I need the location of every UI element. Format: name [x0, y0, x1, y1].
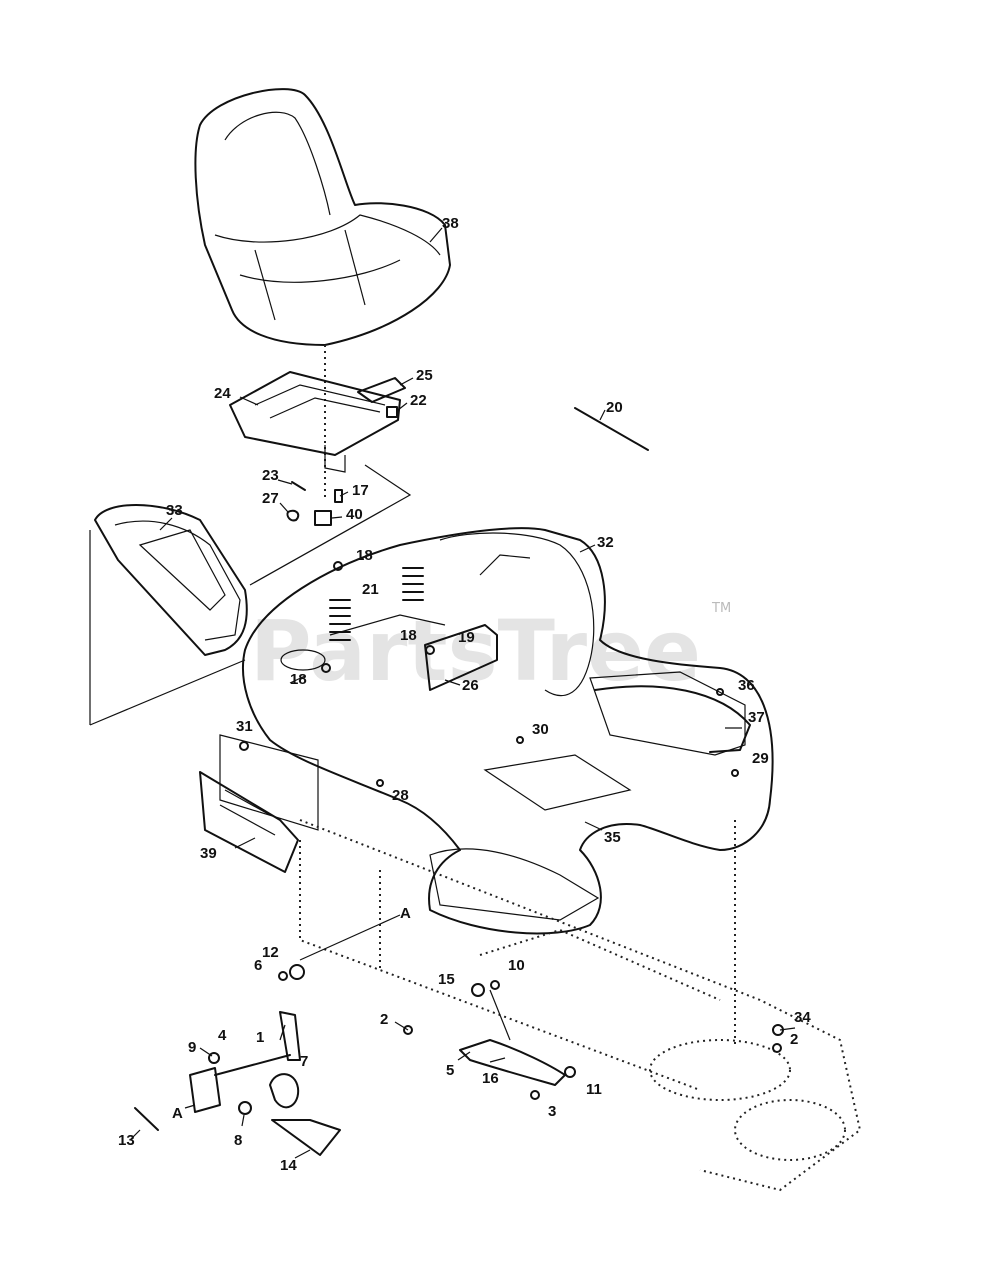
springs-21	[329, 567, 424, 641]
lever-16	[459, 1039, 566, 1086]
callout-2-left: 2	[380, 1011, 388, 1028]
callout-25: 25	[416, 367, 433, 384]
callout-27: 27	[262, 490, 279, 507]
callout-6: 6	[254, 957, 262, 974]
callout-31: 31	[236, 718, 253, 735]
cover-37	[594, 685, 751, 753]
callout-38: 38	[442, 215, 459, 232]
callout-3: 3	[548, 1103, 556, 1120]
callout-17: 17	[352, 482, 369, 499]
callout-24: 24	[214, 385, 231, 402]
spring-22	[386, 406, 398, 418]
callout-2-right: 2	[790, 1031, 798, 1048]
mount-plate	[329, 614, 446, 636]
pin-17	[334, 489, 343, 503]
callout-1: 1	[256, 1029, 264, 1046]
callout-36: 36	[738, 677, 755, 694]
callout-28: 28	[392, 787, 409, 804]
callout-14: 14	[280, 1157, 297, 1174]
callout-23: 23	[262, 467, 279, 484]
seat-pan	[229, 371, 401, 473]
callout-22: 22	[410, 392, 427, 409]
callout-32: 32	[597, 534, 614, 551]
seat	[194, 88, 451, 346]
fender-panel-left	[89, 504, 248, 726]
pedal-assembly	[134, 1011, 341, 1156]
callout-9: 9	[188, 1039, 196, 1056]
callout-18-left: 18	[290, 671, 307, 688]
seat-switch-bracket	[357, 377, 406, 403]
callout-13: 13	[118, 1132, 135, 1149]
callout-18-mid: 18	[400, 627, 417, 644]
callout-35: 35	[604, 829, 621, 846]
callout-40: 40	[346, 506, 363, 523]
clip-27	[286, 509, 300, 522]
callout-A-upper: A	[400, 905, 411, 922]
bolt-23	[291, 481, 306, 491]
callout-A-lower: A	[172, 1105, 183, 1122]
callout-5: 5	[446, 1062, 454, 1079]
watermark-text: PartsTree	[250, 602, 701, 700]
knob-40	[314, 510, 332, 526]
callout-30: 30	[532, 721, 549, 738]
callout-18-top: 18	[356, 547, 373, 564]
callout-20: 20	[606, 399, 623, 416]
callout-21: 21	[362, 581, 379, 598]
callout-15: 15	[438, 971, 455, 988]
fender-body	[241, 527, 774, 935]
link-15	[489, 989, 511, 1041]
callout-29: 29	[752, 750, 769, 767]
callout-37: 37	[748, 709, 765, 726]
leader-lines	[129, 227, 796, 1159]
callout-11: 11	[586, 1081, 602, 1098]
bracket-26	[424, 624, 498, 691]
callout-39: 39	[200, 845, 217, 862]
seat-guide-line	[249, 464, 412, 586]
callout-8: 8	[234, 1132, 242, 1149]
callout-labels: 38 25 24 22 20 23 17 27 40 33 32 18 21 1…	[118, 215, 811, 1174]
callout-12: 12	[262, 944, 279, 961]
watermark-trademark: TM	[711, 601, 731, 616]
frame-outline	[299, 819, 862, 1192]
plate-39	[199, 734, 319, 873]
callout-33: 33	[166, 502, 183, 519]
callout-7: 7	[300, 1053, 308, 1070]
callout-26: 26	[462, 677, 479, 694]
callout-16: 16	[482, 1070, 499, 1087]
callout-4: 4	[218, 1027, 227, 1044]
callout-19: 19	[458, 629, 475, 646]
callout-10: 10	[508, 957, 525, 974]
tie-rod-20	[574, 407, 649, 451]
callout-34: 34	[794, 1009, 811, 1026]
